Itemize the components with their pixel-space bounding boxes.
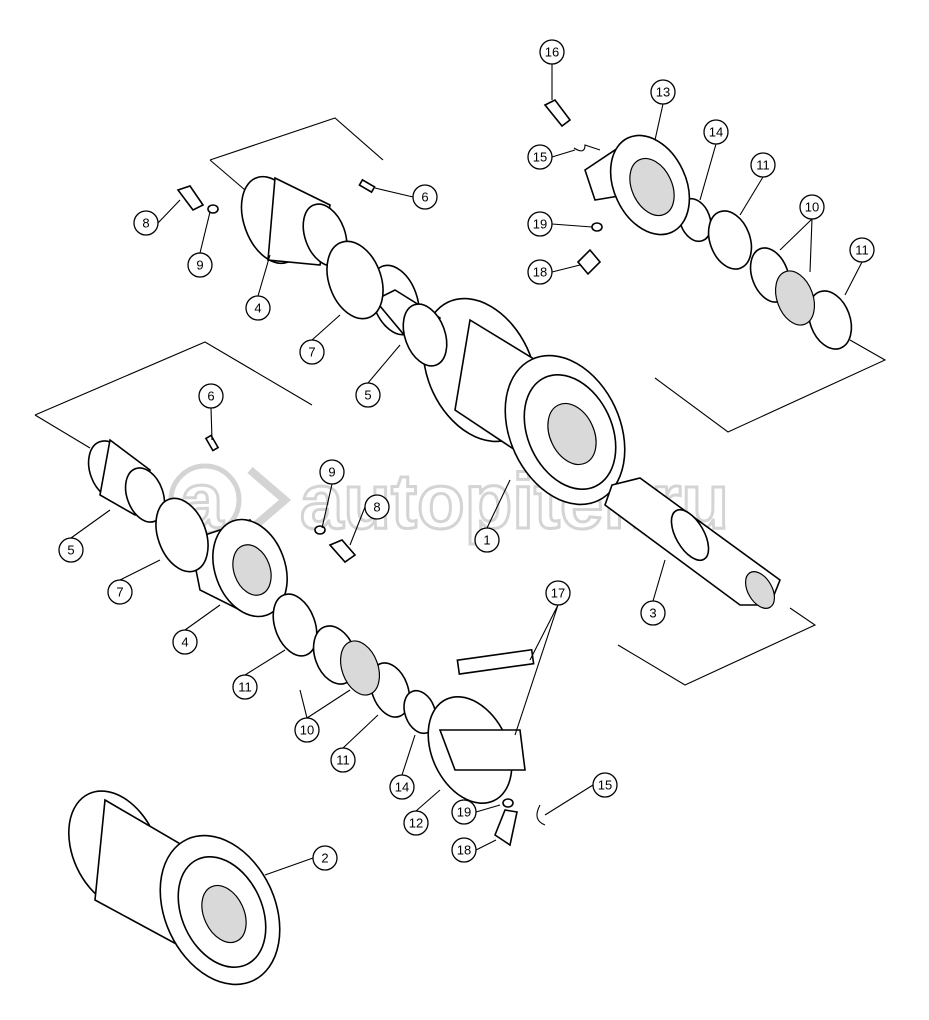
svg-text:11: 11: [336, 753, 350, 768]
svg-text:1: 1: [483, 533, 490, 548]
callout-17: 17: [545, 580, 571, 606]
part-1-roller: [422, 297, 626, 506]
callout-5: 5: [58, 537, 84, 563]
callout-12: 12: [403, 810, 429, 836]
svg-text:18: 18: [533, 265, 547, 280]
svg-text:9: 9: [328, 465, 335, 480]
svg-text:11: 11: [855, 243, 869, 258]
svg-text:4: 4: [254, 301, 261, 316]
svg-text:13: 13: [656, 85, 670, 100]
callout-10: 10: [799, 194, 825, 220]
leader-lines: [70, 64, 863, 876]
svg-text:10: 10: [300, 723, 314, 738]
callout-16: 16: [539, 39, 565, 65]
svg-text:14: 14: [395, 780, 409, 795]
callout-13: 13: [650, 79, 676, 105]
part-17-plate: [456, 648, 535, 675]
svg-text:7: 7: [308, 345, 315, 360]
part-2-roller: [67, 790, 281, 986]
callout-7: 7: [299, 339, 325, 365]
callout-7: 7: [107, 579, 133, 605]
svg-text:12: 12: [409, 816, 423, 831]
callout-11: 11: [232, 674, 258, 700]
svg-text:3: 3: [649, 606, 656, 621]
svg-text:6: 6: [207, 389, 214, 404]
bolts-pins: [176, 98, 603, 847]
callout-8: 8: [133, 210, 159, 236]
callout-11: 11: [330, 747, 356, 773]
svg-text:8: 8: [142, 216, 149, 231]
svg-text:8: 8: [373, 500, 380, 515]
svg-text:16: 16: [545, 45, 559, 60]
svg-text:11: 11: [756, 158, 770, 173]
part-4-housing-upper: [240, 175, 348, 267]
part-4-housing-lower: [189, 518, 288, 618]
callout-11: 11: [849, 237, 875, 263]
callout-9: 9: [319, 459, 345, 485]
callout-14: 14: [703, 119, 729, 145]
part-3-shaft: [604, 477, 781, 609]
callout-4: 4: [172, 629, 198, 655]
svg-text:19: 19: [457, 805, 471, 820]
callout-2: 2: [312, 845, 338, 871]
callout-18: 18: [451, 837, 477, 863]
svg-text:9: 9: [196, 258, 203, 273]
callout-19: 19: [451, 799, 477, 825]
callout-14: 14: [389, 774, 415, 800]
svg-text:15: 15: [598, 778, 612, 793]
callouts: 16 13 15 14 11 10 19 18 11 6 8 9 4 7 5 6…: [58, 39, 875, 871]
callout-8: 8: [364, 494, 390, 520]
assembly-lines: [34, 117, 887, 686]
part-12-collar: [427, 648, 535, 805]
callout-9: 9: [187, 252, 213, 278]
callout-6: 6: [412, 184, 438, 210]
callout-4: 4: [245, 295, 271, 321]
callout-19: 19: [527, 211, 553, 237]
callout-6: 6: [198, 383, 224, 409]
svg-text:17: 17: [551, 586, 565, 601]
svg-text:5: 5: [364, 388, 371, 403]
callout-1: 1: [474, 527, 500, 553]
callout-10: 10: [294, 717, 320, 743]
svg-text:10: 10: [805, 200, 819, 215]
svg-text:5: 5: [67, 543, 74, 558]
part-rings: [155, 197, 853, 735]
part-13-collar: [584, 134, 691, 236]
svg-text:6: 6: [421, 190, 428, 205]
svg-text:15: 15: [533, 150, 547, 165]
svg-text:11: 11: [238, 680, 252, 695]
svg-text:4: 4: [181, 635, 188, 650]
svg-text:18: 18: [457, 843, 471, 858]
svg-text:19: 19: [533, 217, 547, 232]
part-10-seals: [312, 247, 816, 696]
svg-text:2: 2: [321, 851, 328, 866]
callout-11: 11: [750, 152, 776, 178]
svg-text:14: 14: [709, 125, 723, 140]
svg-text:7: 7: [116, 585, 123, 600]
callout-3: 3: [640, 600, 666, 626]
callout-5: 5: [355, 382, 381, 408]
callout-15: 15: [592, 772, 618, 798]
callout-18: 18: [527, 259, 553, 285]
callout-15: 15: [527, 144, 553, 170]
